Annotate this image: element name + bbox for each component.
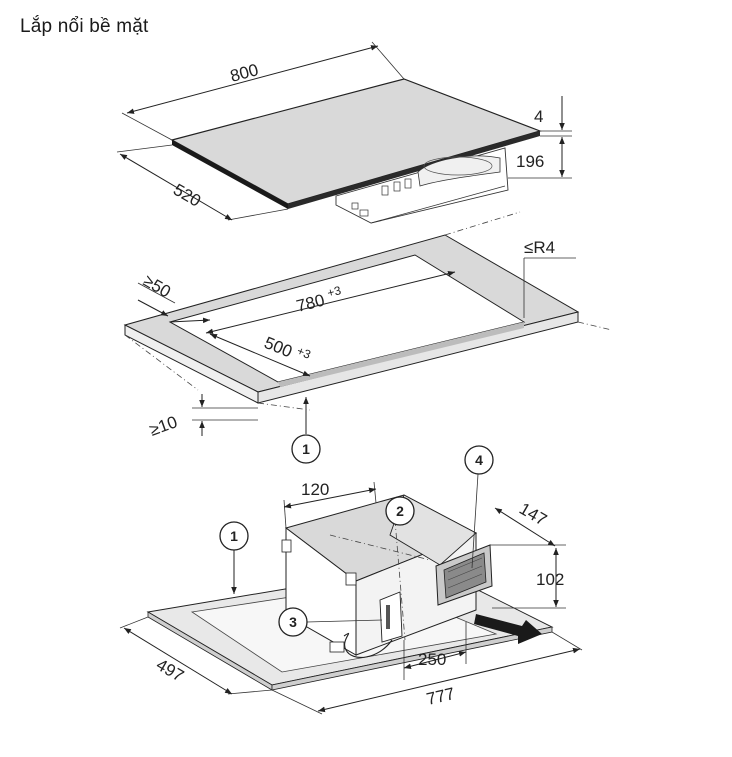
callout-1-upper: 1: [291, 397, 321, 464]
dim-800-label: 800: [228, 60, 260, 86]
dim-250-label: 250: [418, 650, 446, 669]
svg-text:500 +3: 500 +3: [262, 331, 314, 368]
dim-520-label: 520: [170, 180, 204, 211]
dim-r4-label: ≤R4: [524, 238, 555, 257]
downdraft-unit: [146, 494, 554, 691]
callout-2: 2: [385, 496, 415, 526]
dim-cutout-depth: 500 +3: [209, 331, 314, 377]
dim-102-label: 102: [536, 570, 564, 589]
callout-3-label: 3: [289, 614, 297, 630]
hob-unit: [170, 78, 542, 224]
dim-497-label: 497: [153, 655, 187, 686]
callout-3: 3: [278, 607, 383, 637]
callout-1-lower: 1: [219, 521, 249, 594]
dim-housing-width: 120: [283, 480, 377, 529]
dim-worktop-thickness: ≥10: [147, 394, 258, 440]
dim-cutout-width: 780 +3: [205, 270, 456, 335]
page-title: Lắp nổi bề mặt: [20, 16, 149, 37]
callout-1-upper-label: 1: [302, 441, 310, 457]
callout-4: 4: [464, 445, 494, 569]
dim-10-label: ≥10: [147, 412, 180, 440]
dim-4-label: 4: [534, 107, 543, 126]
dim-500-tol: +3: [295, 344, 313, 362]
dim-196-label: 196: [516, 152, 544, 171]
dim-120-label: 120: [301, 480, 329, 499]
callout-4-label: 4: [475, 452, 483, 468]
dim-777-label: 777: [425, 684, 457, 709]
dim-heights: 4 196: [508, 96, 572, 179]
dim-corner-radius: ≤R4: [523, 238, 576, 318]
dim-50-label: ≥50: [140, 271, 174, 302]
dim-780-label: 780: [294, 291, 326, 316]
dim-outlet: 147 102: [490, 499, 566, 609]
dim-500-label: 500: [262, 333, 295, 361]
dim-780-tol: +3: [326, 283, 343, 300]
callout-1-lower-label: 1: [230, 528, 238, 544]
svg-text:780 +3: 780 +3: [294, 283, 345, 316]
callout-2-label: 2: [396, 503, 404, 519]
